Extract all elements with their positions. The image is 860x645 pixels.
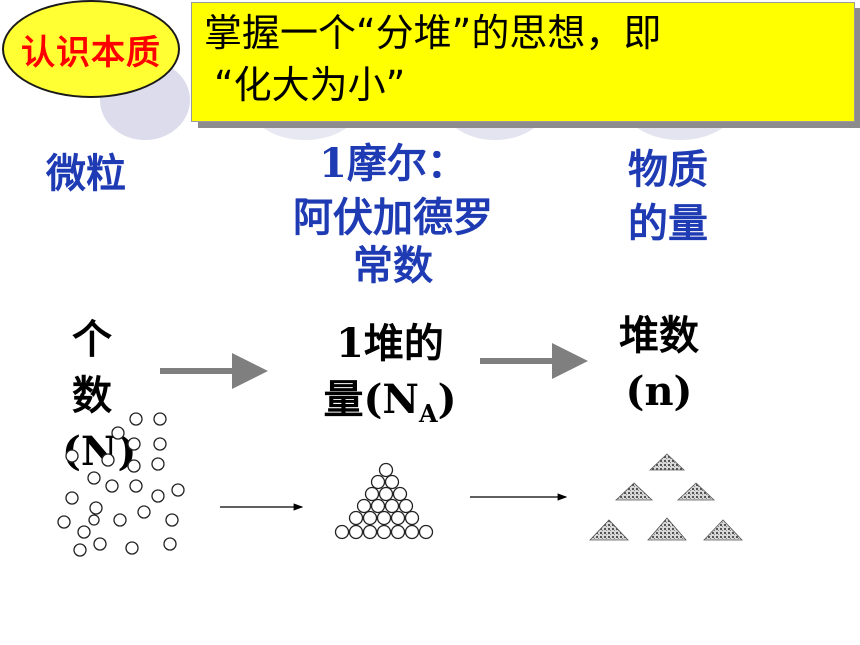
stacked-pile [334,462,434,540]
pile-count-label: 堆数 (n) [594,308,724,420]
pile-count-line-1: 堆数 [619,312,699,359]
banner-line-1: 掌握一个“分堆”的思想，即 [204,11,662,55]
pile-size-label: 1堆的 量(NA) [300,316,480,442]
pile-size-prefix: 量(N [323,376,419,423]
amount-heading-line-1: 物质 [628,147,708,193]
particle-heading: 微粒 [46,151,126,197]
count-label-line-2: 数 [72,372,112,419]
scattered-particles [57,412,185,557]
banner: 掌握一个“分堆”的思想，即 “化大为小” [191,2,855,122]
badge-oval: 认识本质 [2,0,180,98]
pile-size-subscript: A [418,399,438,428]
amount-heading: 物质 的量 [628,146,708,248]
badge-text: 认识本质 [21,32,161,73]
small-piles [589,453,743,541]
count-label: 个 数 (N) [62,312,136,480]
mole-heading-line-1: 1摩尔： [319,140,467,187]
pile-count-line-2: (n) [625,368,693,415]
pile-size-line-1: 1堆的 [336,320,444,367]
count-label-line-1: 个 [72,316,112,363]
amount-heading-line-2: 的量 [628,201,708,247]
banner-line-2: “化大为小” [214,63,406,107]
pile-size-suffix: ) [437,376,457,423]
mole-heading: 1摩尔： 阿伏加德罗 常数 [268,140,518,290]
pile-size-line-2: 量(NA) [300,372,480,442]
mole-heading-line-3: 常数 [353,243,433,289]
mole-heading-line-2: 阿伏加德罗 [293,195,493,241]
